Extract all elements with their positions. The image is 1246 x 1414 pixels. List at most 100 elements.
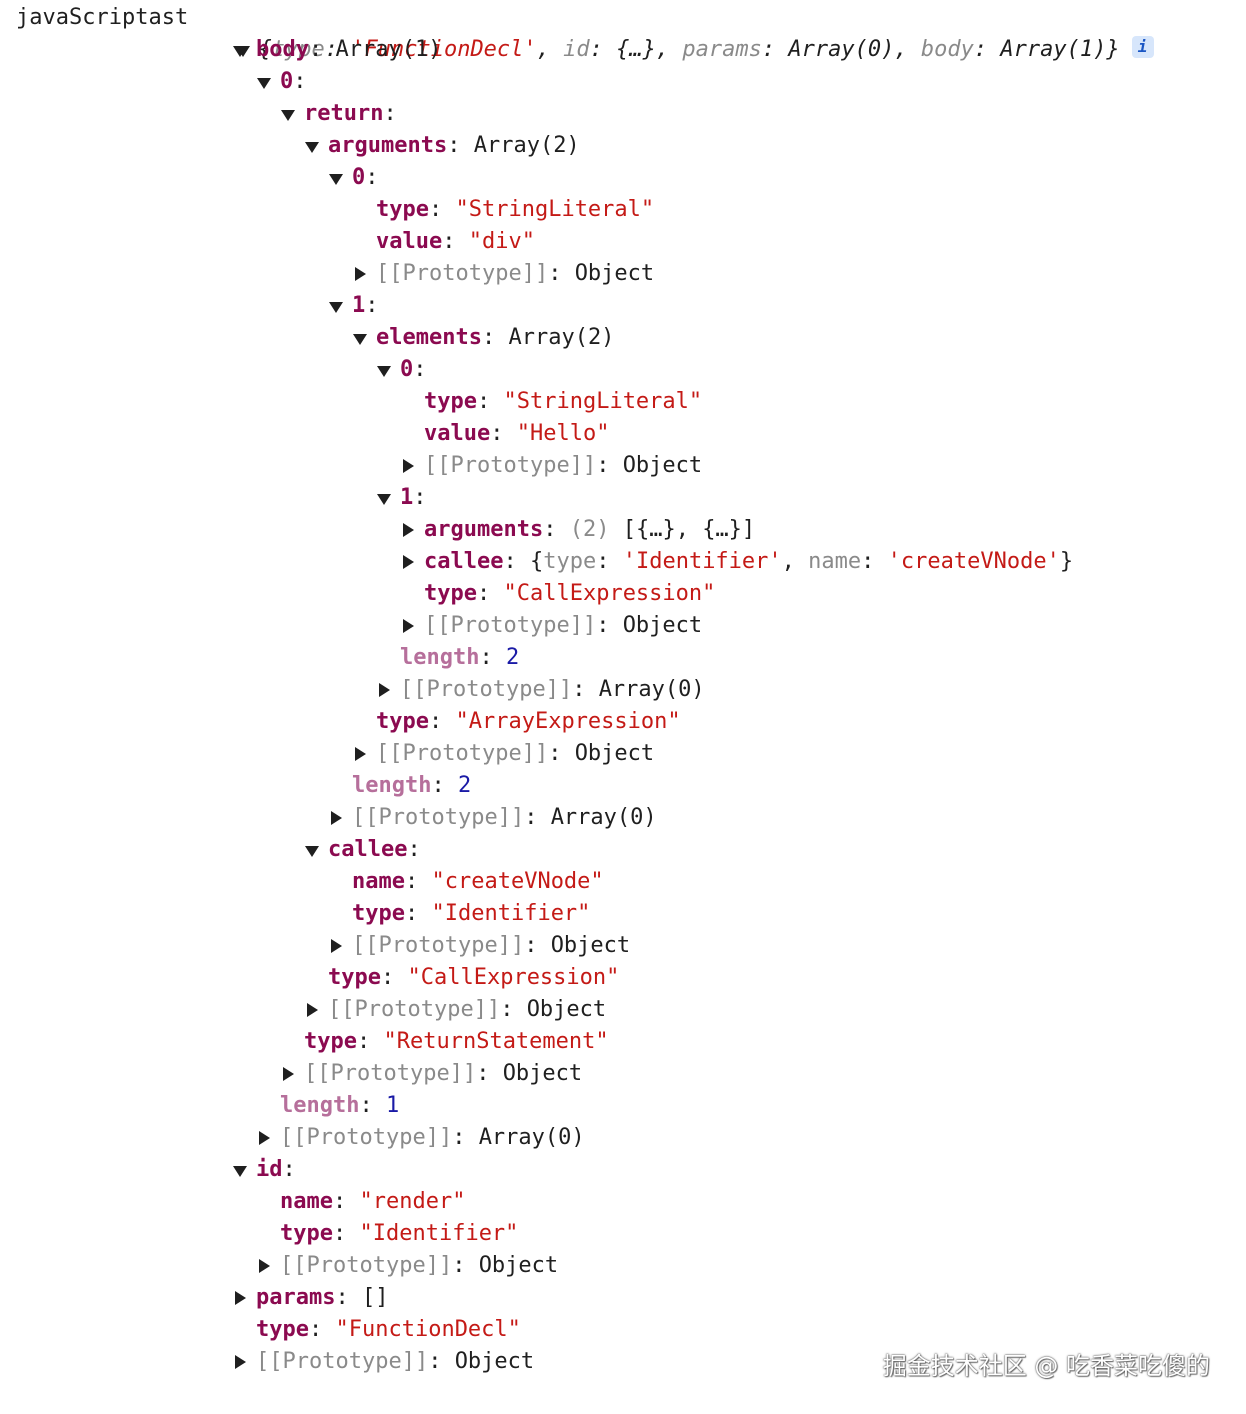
- tree-row[interactable]: [[Prototype]]: Array(0): [376, 674, 705, 706]
- property-key: [[Prototype]]: [352, 805, 525, 830]
- property-value: "CallExpression": [407, 965, 620, 990]
- collapse-arrow-icon[interactable]: [304, 130, 320, 162]
- property-value: "StringLiteral": [455, 197, 655, 222]
- property-key: type: [256, 1317, 309, 1342]
- tree-row[interactable]: id:: [232, 1154, 309, 1186]
- property-value: Array(1): [335, 37, 442, 62]
- property-key: type: [280, 1221, 333, 1246]
- tree-row[interactable]: [[Prototype]]: Object: [232, 1346, 534, 1378]
- collapse-arrow-icon[interactable]: [232, 34, 248, 66]
- collapse-arrow-icon[interactable]: [376, 354, 392, 386]
- expand-arrow-icon[interactable]: [400, 610, 416, 642]
- property-value: Object: [550, 933, 631, 958]
- tree-row[interactable]: [[Prototype]]: Array(0): [328, 802, 657, 834]
- tree-row[interactable]: 0:: [256, 66, 320, 98]
- console-label: javaScriptast: [16, 5, 189, 30]
- tree-row[interactable]: 1:: [376, 482, 440, 514]
- arrow-placeholder: [256, 1090, 272, 1122]
- tree-row[interactable]: 0:: [328, 162, 392, 194]
- tree-row[interactable]: [[Prototype]]: Object: [400, 610, 702, 642]
- arrow-placeholder: [352, 194, 368, 226]
- object-summary-row[interactable]: {type: 'FunctionDecl', id: {…}, params: …: [208, 2, 1154, 62]
- tree-row[interactable]: [[Prototype]]: Object: [280, 1058, 582, 1090]
- property-key: [[Prototype]]: [424, 613, 597, 638]
- tree-row: length: 1: [256, 1090, 399, 1122]
- property-key: elements: [376, 325, 482, 350]
- arrow-placeholder: [352, 226, 368, 258]
- tree-row[interactable]: [[Prototype]]: Object: [352, 258, 654, 290]
- tree-row[interactable]: arguments: (2) [{…}, {…}]: [400, 514, 755, 546]
- tree-row[interactable]: [[Prototype]]: Object: [328, 930, 630, 962]
- tree-row[interactable]: 1:: [328, 290, 392, 322]
- tree-row[interactable]: [[Prototype]]: Object: [352, 738, 654, 770]
- expand-arrow-icon[interactable]: [280, 1058, 296, 1090]
- expand-arrow-icon[interactable]: [352, 738, 368, 770]
- tree-row[interactable]: arguments: Array(2): [304, 130, 580, 162]
- expand-arrow-icon[interactable]: [328, 930, 344, 962]
- tree-row: type: "ArrayExpression": [352, 706, 681, 738]
- object-preview: {type: 'FunctionDecl', id: {…}, params: …: [258, 37, 1120, 62]
- expand-arrow-icon[interactable]: [256, 1250, 272, 1282]
- expand-arrow-icon[interactable]: [352, 258, 368, 290]
- collapse-arrow-icon[interactable]: [328, 162, 344, 194]
- callee-preview: {type: 'Identifier', name: 'createVNode'…: [529, 549, 1074, 574]
- tree-row[interactable]: elements: Array(2): [352, 322, 614, 354]
- tree-row: type: "StringLiteral": [400, 386, 702, 418]
- property-key: callee: [328, 837, 408, 862]
- tree-row[interactable]: body: Array(1): [232, 34, 441, 66]
- collapse-arrow-icon[interactable]: [376, 482, 392, 514]
- collapse-arrow-icon[interactable]: [256, 66, 272, 98]
- property-value: "div": [468, 229, 535, 254]
- property-key: 1: [400, 485, 414, 510]
- arrow-placeholder: [400, 386, 416, 418]
- expand-arrow-icon[interactable]: [256, 1122, 272, 1154]
- expand-arrow-icon[interactable]: [400, 514, 416, 546]
- tree-row[interactable]: [[Prototype]]: Object: [400, 450, 702, 482]
- collapse-arrow-icon[interactable]: [352, 322, 368, 354]
- property-value: Object: [454, 1349, 535, 1374]
- tree-row[interactable]: return:: [280, 98, 410, 130]
- property-value: Object: [526, 997, 607, 1022]
- tree-row[interactable]: [[Prototype]]: Object: [304, 994, 606, 1026]
- watermark: 掘金技术社区 @ 吃香菜吃傻的: [882, 1352, 1210, 1380]
- property-key: [[Prototype]]: [376, 261, 549, 286]
- tree-row[interactable]: 0:: [376, 354, 440, 386]
- expand-arrow-icon[interactable]: [400, 546, 416, 578]
- property-key: callee: [424, 549, 504, 574]
- arrow-placeholder: [376, 642, 392, 674]
- tree-row[interactable]: params: []: [232, 1282, 388, 1314]
- expand-arrow-icon[interactable]: [232, 1346, 248, 1378]
- tree-row: value: "div": [352, 226, 535, 258]
- property-key: [[Prototype]]: [280, 1125, 453, 1150]
- property-value: Array(0): [550, 805, 657, 830]
- property-value: 2: [457, 773, 472, 798]
- tree-row[interactable]: callee: {type: 'Identifier', name: 'crea…: [400, 546, 1073, 578]
- tree-row[interactable]: [[Prototype]]: Object: [256, 1250, 558, 1282]
- property-key: type: [376, 709, 429, 734]
- expand-arrow-icon[interactable]: [328, 802, 344, 834]
- property-value: Object: [622, 453, 703, 478]
- property-key: type: [352, 901, 405, 926]
- property-key: 0: [352, 165, 366, 190]
- property-key: arguments: [424, 517, 544, 542]
- expand-arrow-icon[interactable]: [232, 1282, 248, 1314]
- tree-row[interactable]: callee:: [304, 834, 434, 866]
- property-key: 1: [352, 293, 366, 318]
- info-icon[interactable]: i: [1131, 36, 1154, 58]
- collapse-arrow-icon[interactable]: [232, 1154, 248, 1186]
- collapse-arrow-icon[interactable]: [328, 290, 344, 322]
- tree-row: length: 2: [328, 770, 471, 802]
- collapse-arrow-icon[interactable]: [304, 834, 320, 866]
- tree-row[interactable]: [[Prototype]]: Array(0): [256, 1122, 585, 1154]
- arrow-placeholder: [328, 770, 344, 802]
- expand-arrow-icon[interactable]: [400, 450, 416, 482]
- collapse-arrow-icon[interactable]: [280, 98, 296, 130]
- property-value: Array(0): [478, 1125, 585, 1150]
- property-value: Object: [574, 741, 655, 766]
- property-value: "FunctionDecl": [335, 1317, 521, 1342]
- property-key: [[Prototype]]: [352, 933, 525, 958]
- expand-arrow-icon[interactable]: [376, 674, 392, 706]
- property-value: 1: [385, 1093, 400, 1118]
- tree-row: type: "FunctionDecl": [232, 1314, 521, 1346]
- expand-arrow-icon[interactable]: [304, 994, 320, 1026]
